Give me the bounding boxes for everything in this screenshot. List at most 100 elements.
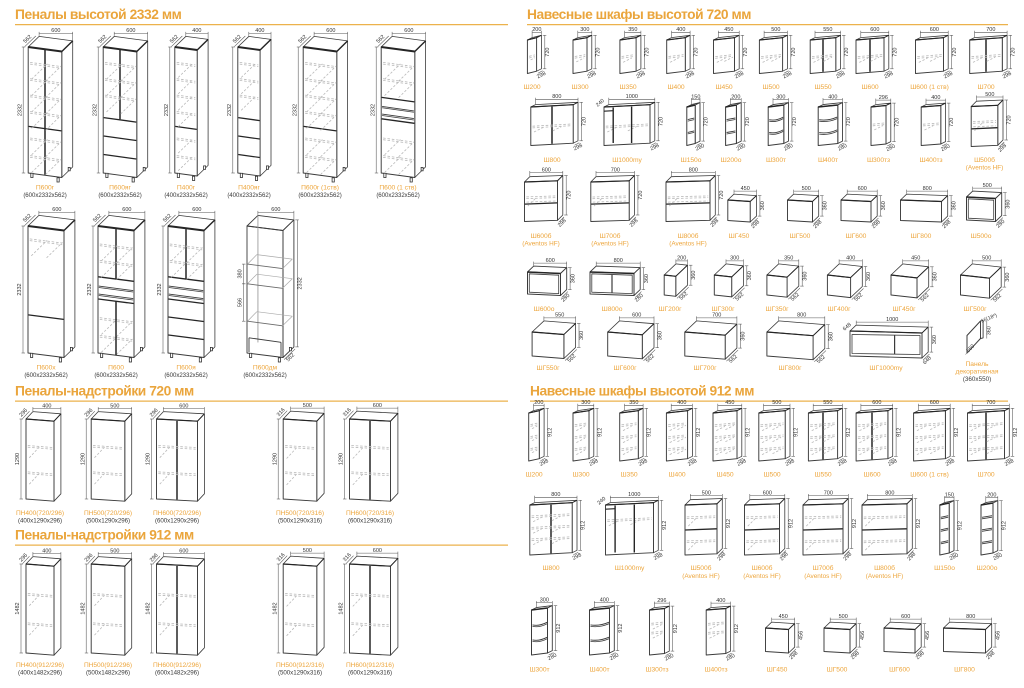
svg-text:298: 298 [779,552,790,563]
svg-text:700: 700 [712,313,721,319]
svg-text:600: 600 [930,27,939,33]
svg-text:600: 600 [632,313,641,319]
svg-text:298: 298 [915,650,926,661]
svg-text:280: 280 [940,144,951,153]
svg-text:Ш350: Ш350 [620,472,637,479]
svg-text:Ш300т: Ш300т [529,667,549,674]
svg-text:Ш200о: Ш200о [977,565,998,572]
svg-text:(Aventos HF): (Aventos HF) [669,241,707,248]
svg-text:298: 298 [710,218,721,229]
svg-text:Ш550: Ш550 [814,472,831,479]
svg-text:298: 298 [536,71,547,80]
svg-text:298: 298 [539,458,550,467]
svg-text:912: 912 [745,428,751,437]
svg-text:280: 280 [949,553,960,562]
svg-text:П600г: П600г [36,185,55,192]
svg-text:600: 600 [901,614,910,620]
svg-text:912: 912 [618,624,624,633]
svg-text:700: 700 [824,490,833,496]
svg-text:280: 280 [996,219,1007,230]
svg-text:Пеналы-надстройки 912 мм: Пеналы-надстройки 912 мм [15,528,194,543]
svg-text:720: 720 [719,191,725,200]
svg-text:400: 400 [716,598,725,604]
svg-text:912: 912 [788,519,794,528]
svg-text:2332: 2332 [227,104,233,116]
svg-text:500: 500 [802,186,811,192]
svg-text:360: 360 [760,201,766,210]
svg-text:(600х2332х562): (600х2332х562) [94,372,137,379]
svg-text:298: 298 [636,71,647,80]
svg-text:800: 800 [885,490,894,496]
svg-text:Пеналы высотой 2332 мм: Пеналы высотой 2332 мм [15,7,182,22]
svg-text:298: 298 [871,219,882,230]
svg-text:Ш500: Ш500 [763,472,780,479]
svg-text:450: 450 [911,256,920,262]
svg-text:500: 500 [772,400,781,406]
svg-text:П600яг: П600яг [109,185,131,192]
svg-text:298: 298 [650,143,661,152]
svg-text:Панель: Панель [965,361,989,368]
svg-text:400: 400 [846,256,855,262]
svg-text:360: 360 [1005,200,1011,209]
svg-text:450: 450 [779,614,788,620]
svg-text:360: 360 [987,326,993,335]
svg-text:360: 360 [828,332,834,341]
svg-text:912: 912 [696,428,702,437]
svg-text:(Aventos HF): (Aventos HF) [866,573,904,580]
svg-text:1482: 1482 [272,602,278,614]
svg-text:562: 562 [853,292,864,303]
svg-text:720: 720 [694,48,700,57]
svg-text:200: 200 [534,400,543,406]
svg-text:1290: 1290 [272,453,278,465]
svg-text:600: 600 [373,403,382,409]
svg-text:720: 720 [645,48,651,57]
svg-text:562: 562 [920,293,931,304]
svg-text:600: 600 [542,167,551,173]
svg-text:450: 450 [725,400,734,406]
svg-text:600: 600 [122,207,131,213]
svg-text:562: 562 [376,34,387,45]
svg-text:360: 360 [741,332,747,341]
svg-text:ШГ400г: ШГ400г [827,306,851,313]
svg-text:ШГ800: ШГ800 [954,667,975,674]
svg-text:648: 648 [842,322,853,332]
svg-text:400: 400 [931,95,940,101]
svg-text:(600х2332х562): (600х2332х562) [243,372,286,379]
svg-text:700: 700 [986,27,995,33]
svg-text:1482: 1482 [81,602,87,614]
svg-text:912: 912 [726,519,732,528]
svg-text:Ш200: Ш200 [525,472,542,479]
svg-text:400: 400 [255,28,264,34]
svg-text:(Aventos HF): (Aventos HF) [743,573,781,580]
svg-text:912: 912 [958,521,964,530]
svg-text:(Aventos HF): (Aventos HF) [522,241,560,248]
svg-text:562: 562 [645,354,656,365]
svg-text:ШГ500: ШГ500 [827,667,848,674]
svg-text:Ш300: Ш300 [571,84,588,91]
svg-text:298: 298 [785,458,796,467]
svg-text:562: 562 [790,292,801,303]
svg-text:1482: 1482 [15,602,21,614]
svg-text:566: 566 [238,298,244,307]
svg-text:298: 298 [813,219,824,230]
svg-text:648: 648 [922,355,933,366]
svg-text:360: 360 [658,331,664,340]
svg-text:1290: 1290 [15,453,21,465]
svg-text:912: 912 [581,521,587,530]
svg-text:ПН500(912/296): ПН500(912/296) [84,662,132,669]
svg-text:1482: 1482 [146,602,152,614]
svg-text:720: 720 [791,48,797,57]
svg-text:298: 298 [638,458,649,467]
svg-text:298: 298 [789,650,800,661]
svg-text:360: 360 [570,274,576,283]
svg-text:ПН400(720/296): ПН400(720/296) [16,510,64,517]
svg-text:298: 298 [945,458,956,467]
svg-text:720: 720 [595,48,601,57]
svg-text:720: 720 [844,48,850,57]
svg-text:Ш450: Ш450 [715,84,732,91]
svg-text:(Aventos HF): (Aventos HF) [966,165,1004,172]
svg-text:720: 720 [892,48,898,57]
svg-text:298: 298 [782,71,793,80]
svg-text:562: 562 [285,353,296,364]
svg-text:562: 562 [232,34,243,45]
